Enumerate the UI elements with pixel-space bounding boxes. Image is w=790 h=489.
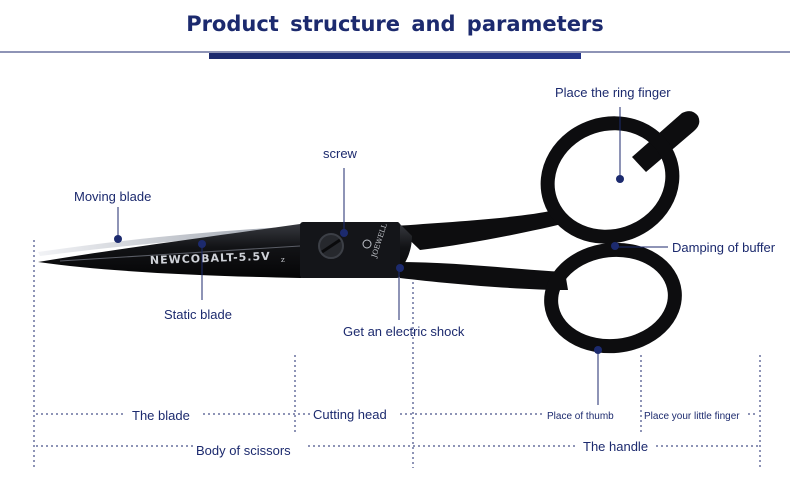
label-damping: Damping of buffer	[672, 240, 776, 255]
label-static-blade: Static blade	[164, 307, 232, 322]
blade-highlight	[59, 245, 301, 262]
label-ring-finger: Place the ring finger	[555, 85, 671, 100]
dot-damping	[611, 242, 619, 250]
moving-blade-shank	[395, 210, 570, 250]
label-moving-blade: Moving blade	[74, 189, 151, 204]
scissors-illustration: NEWCOBALT-5.5V z JOEWELL	[38, 111, 700, 354]
page-title: Product structure and parameters	[186, 12, 604, 36]
dot-electric-shock	[396, 264, 404, 272]
dot-moving-blade	[114, 235, 122, 243]
label-little-finger: Place your little finger	[644, 411, 740, 422]
dot-screw	[340, 229, 348, 237]
dot-static-blade	[198, 240, 206, 248]
blade-engraving-suffix: z	[281, 256, 285, 264]
brand-emblem	[362, 239, 372, 249]
header-bar	[209, 53, 581, 59]
label-electric-shock: Get an electric shock	[343, 324, 465, 339]
blade-engraving: NEWCOBALT-5.5V	[150, 250, 271, 267]
label-body: Body of scissors	[196, 443, 291, 458]
label-handle: The handle	[583, 439, 648, 454]
dot-ring-finger	[616, 175, 624, 183]
screw-slot	[321, 238, 341, 254]
dot-thumb	[594, 346, 602, 354]
label-screw: screw	[323, 146, 358, 161]
thumb-ring	[544, 242, 682, 354]
label-thumb: Place of thumb	[547, 411, 614, 422]
label-the-blade: The blade	[132, 408, 190, 423]
label-cutting-head: Cutting head	[313, 407, 387, 422]
ring-finger-ring	[540, 116, 680, 244]
thumb-handle-shank	[395, 262, 568, 290]
